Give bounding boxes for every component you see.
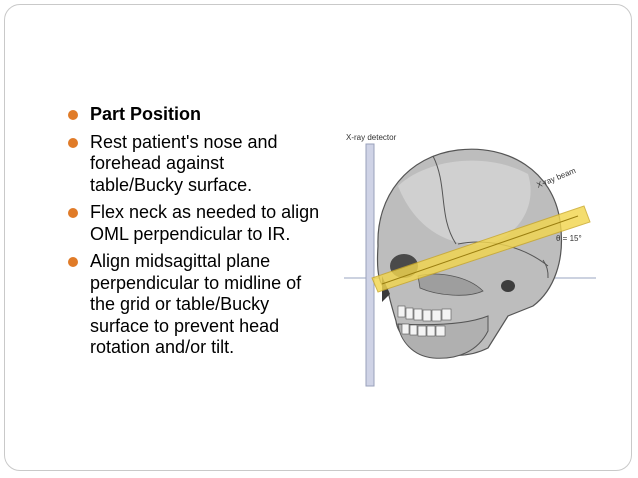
lower-teeth xyxy=(401,323,446,337)
bullet-text: Align midsagittal plane perpendicular to… xyxy=(90,251,302,357)
bullet-text: Part Position xyxy=(90,104,202,124)
angle-label: θ = 15° xyxy=(556,234,582,243)
bullet-list: Part Position Rest patient's nose and fo… xyxy=(66,104,322,365)
beam-label: X-ray beam xyxy=(535,166,577,190)
ear-canal xyxy=(501,280,515,292)
skull-highlight xyxy=(398,160,531,245)
bullet-dot-icon xyxy=(68,257,78,267)
bullet-rest-patient: Rest patient's nose and forehead against… xyxy=(66,132,322,197)
angle-arc xyxy=(542,259,549,279)
skull-suture xyxy=(432,155,457,245)
bullet-text: Flex neck as needed to align OML perpend… xyxy=(90,202,320,244)
bullet-dot-icon xyxy=(68,110,78,120)
detector-label: X-ray detector xyxy=(346,133,397,142)
zygomatic-bone xyxy=(417,273,484,296)
bullet-dot-icon xyxy=(68,208,78,218)
beam-center-line xyxy=(381,215,579,285)
skull-xray-diagram: X-ray detector X-ray beam θ = 15° xyxy=(338,126,600,388)
bullet-text: Rest patient's nose and forehead against… xyxy=(90,131,278,195)
bullet-align-midsagittal: Align midsagittal plane perpendicular to… xyxy=(66,251,322,359)
xray-beam-band xyxy=(371,205,591,293)
skull-diagram-svg: X-ray detector X-ray beam θ = 15° xyxy=(344,133,596,387)
bullet-part-position: Part Position xyxy=(66,104,322,126)
bullet-flex-neck: Flex neck as needed to align OML perpend… xyxy=(66,202,322,245)
upper-teeth xyxy=(397,305,452,322)
bullet-dot-icon xyxy=(68,137,78,148)
xray-detector-plate xyxy=(365,143,375,387)
